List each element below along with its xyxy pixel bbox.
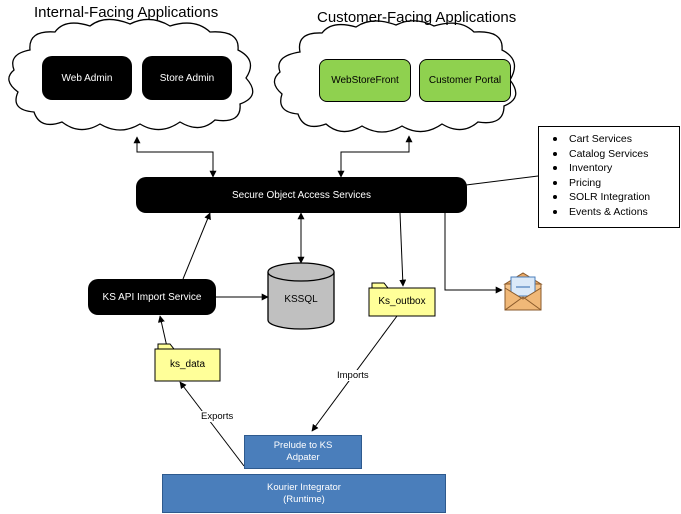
adapter-line1: Prelude to KS (273, 440, 333, 451)
ks-outbox-folder (368, 282, 436, 317)
prelude-adapter-node: Prelude to KS Adpater (244, 435, 362, 469)
kssql-database (267, 262, 335, 330)
ks-data-folder (154, 343, 221, 382)
service-list-item: Cart Services (539, 132, 679, 147)
exports-label: Exports (199, 411, 236, 422)
ks-api-import-node: KS API Import Service (88, 279, 216, 315)
edge-central-to-outbox (399, 212, 407, 287)
edge-adapter-to-ksdata (179, 381, 245, 467)
edge-central-to-email (444, 213, 503, 294)
adapter-line2: Adpater (286, 452, 320, 463)
service-list-item: Inventory (539, 161, 679, 176)
service-list: Cart Services Catalog Services Inventory… (538, 126, 680, 228)
service-list-item: Events & Actions (539, 205, 679, 220)
customer-portal-node: Customer Portal (419, 59, 511, 102)
secure-object-access-node: Secure Object Access Services (136, 177, 467, 213)
kourier-integrator-node: Kourier Integrator (Runtime) (162, 474, 446, 513)
envelope-icon (503, 272, 543, 311)
store-admin-node: Store Admin (142, 56, 232, 100)
integrator-line1: Kourier Integrator (267, 481, 341, 493)
integrator-line2: (Runtime) (283, 493, 325, 505)
imports-label: Imports (335, 370, 371, 381)
kssql-label: KSSQL (284, 294, 318, 305)
web-admin-node: Web Admin (42, 56, 132, 100)
edge-ksdata-to-import (157, 315, 168, 348)
ks-data-label: ks_data (169, 359, 206, 370)
service-list-item: SOLR Integration (539, 190, 679, 205)
customer-heading: Customer-Facing Applications (317, 9, 517, 26)
edge-import-to-central (182, 212, 211, 280)
webstorefront-node: WebStoreFront (319, 59, 411, 102)
ks-outbox-label: Ks_outbox (378, 296, 426, 307)
service-list-item: Pricing (539, 176, 679, 191)
edge-central-to-list (465, 175, 539, 186)
edge-internal-to-central (133, 136, 217, 178)
service-list-item: Catalog Services (539, 147, 679, 162)
edge-customer-to-central (337, 135, 413, 178)
internal-heading: Internal-Facing Applications (34, 4, 219, 21)
